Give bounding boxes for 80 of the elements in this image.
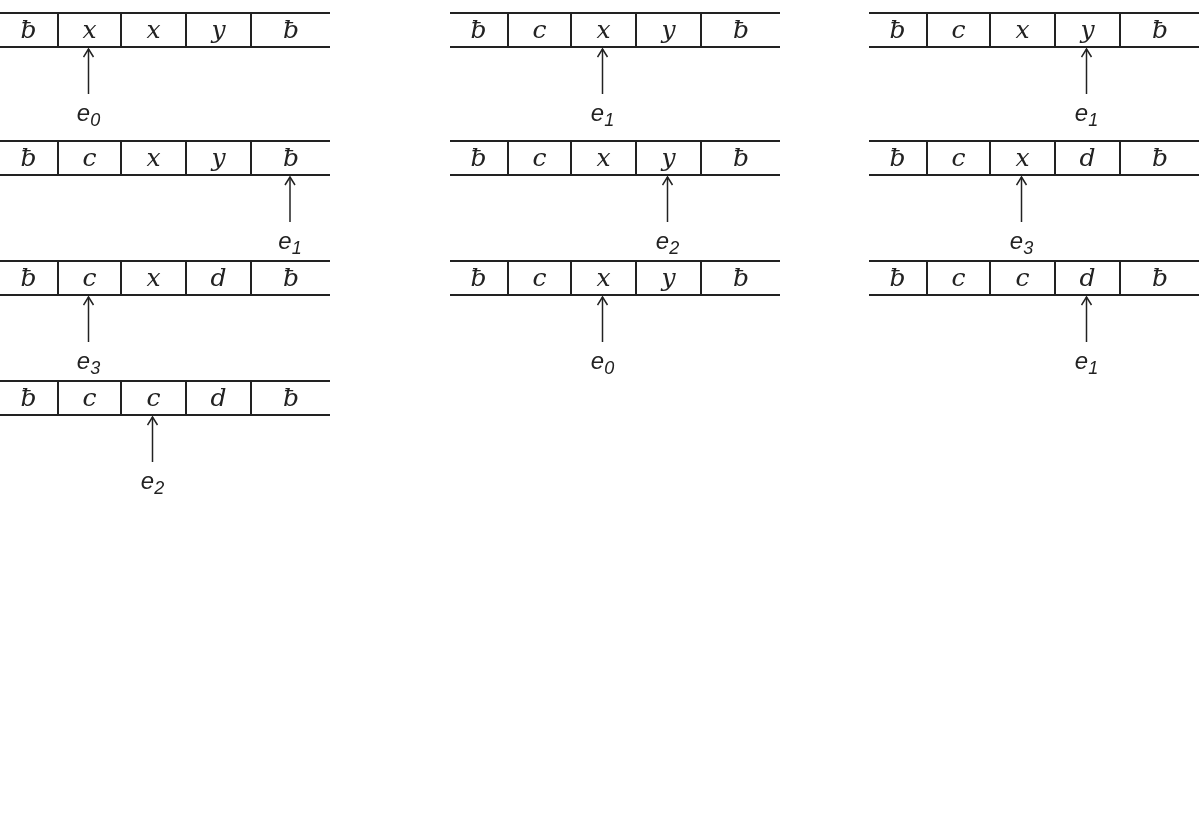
state-label: e$_{3}$ xyxy=(997,228,1046,254)
tape-cell: y xyxy=(635,14,700,46)
tape xyxy=(450,140,780,176)
tape-cell: c xyxy=(57,142,120,174)
tape-cell: ƀ xyxy=(250,382,330,414)
tape-cell: x xyxy=(989,142,1054,174)
arrow xyxy=(284,176,296,223)
tape-cell: ƀ xyxy=(250,14,330,46)
tape-cell: d xyxy=(185,262,250,294)
tape-cell: ƀ xyxy=(450,14,507,46)
tape-cell: y xyxy=(1054,14,1119,46)
state-label: e$_{1}$ xyxy=(266,228,314,254)
tape-cell: d xyxy=(1054,262,1119,294)
state-label: e$_{0}$ xyxy=(64,100,113,126)
tape xyxy=(869,260,1199,296)
tape-cell: ƀ xyxy=(450,262,507,294)
state-label: e$_{0}$ xyxy=(578,348,627,374)
tape xyxy=(0,380,330,416)
tape-cell: y xyxy=(635,262,700,294)
tape-cell: ƀ xyxy=(700,14,780,46)
tape-cell: x xyxy=(570,14,635,46)
tape xyxy=(450,12,780,48)
tape xyxy=(869,12,1199,48)
tape xyxy=(450,260,780,296)
arrow xyxy=(661,176,674,223)
tape-cell: ƀ xyxy=(1119,142,1199,174)
tape-cell: ƀ xyxy=(700,262,780,294)
state-label: e$_{1}$ xyxy=(1062,348,1111,374)
state-label: e$_{2}$ xyxy=(643,228,692,254)
state-label: e$_{1}$ xyxy=(1062,100,1111,126)
arrow xyxy=(1080,296,1093,343)
tape-cell: c xyxy=(989,262,1054,294)
tape-cell: ƀ xyxy=(0,262,57,294)
tape-cell: ƀ xyxy=(1119,14,1199,46)
arrow xyxy=(82,48,95,95)
arrow xyxy=(596,48,609,95)
tape-cell: d xyxy=(185,382,250,414)
tape-cell: c xyxy=(926,262,989,294)
state-label: e$_{3}$ xyxy=(64,348,113,374)
tape-cell: c xyxy=(926,14,989,46)
state-label: e$_{2}$ xyxy=(128,468,177,494)
arrow xyxy=(1015,176,1028,223)
tape-cell: ƀ xyxy=(0,382,57,414)
arrow xyxy=(146,416,159,463)
tape-cell: ƀ xyxy=(1119,262,1199,294)
tape xyxy=(869,140,1199,176)
tape-cell: y xyxy=(185,14,250,46)
tape-cell: ƀ xyxy=(869,142,926,174)
tape-cell: c xyxy=(120,382,185,414)
tape-cell: y xyxy=(185,142,250,174)
tape-cell: x xyxy=(120,262,185,294)
tape xyxy=(0,260,330,296)
tape-cell: ƀ xyxy=(869,14,926,46)
tape xyxy=(0,140,330,176)
tape-cell: c xyxy=(507,262,570,294)
tape-cell: ƀ xyxy=(700,142,780,174)
tape-cell: ƀ xyxy=(0,142,57,174)
tape-cell: x xyxy=(57,14,120,46)
tape-cell: ƀ xyxy=(250,142,330,174)
tape-cell: c xyxy=(507,142,570,174)
tape-cell: c xyxy=(507,14,570,46)
arrow xyxy=(1080,48,1093,95)
tape-cell: d xyxy=(1054,142,1119,174)
state-label: e$_{1}$ xyxy=(578,100,627,126)
tape-cell: ƀ xyxy=(869,262,926,294)
tape-cell: y xyxy=(635,142,700,174)
tape-cell: x xyxy=(989,14,1054,46)
tape-cell: ƀ xyxy=(250,262,330,294)
tape-cell: x xyxy=(570,142,635,174)
tape-cell: ƀ xyxy=(0,14,57,46)
tape-cell: c xyxy=(57,262,120,294)
arrow xyxy=(596,296,609,343)
tape-cell: x xyxy=(120,14,185,46)
tape-cell: x xyxy=(120,142,185,174)
tape-cell: c xyxy=(926,142,989,174)
tape xyxy=(0,12,330,48)
tape-cell: c xyxy=(57,382,120,414)
arrow xyxy=(82,296,95,343)
tape-cell: ƀ xyxy=(450,142,507,174)
tape-cell: x xyxy=(570,262,635,294)
